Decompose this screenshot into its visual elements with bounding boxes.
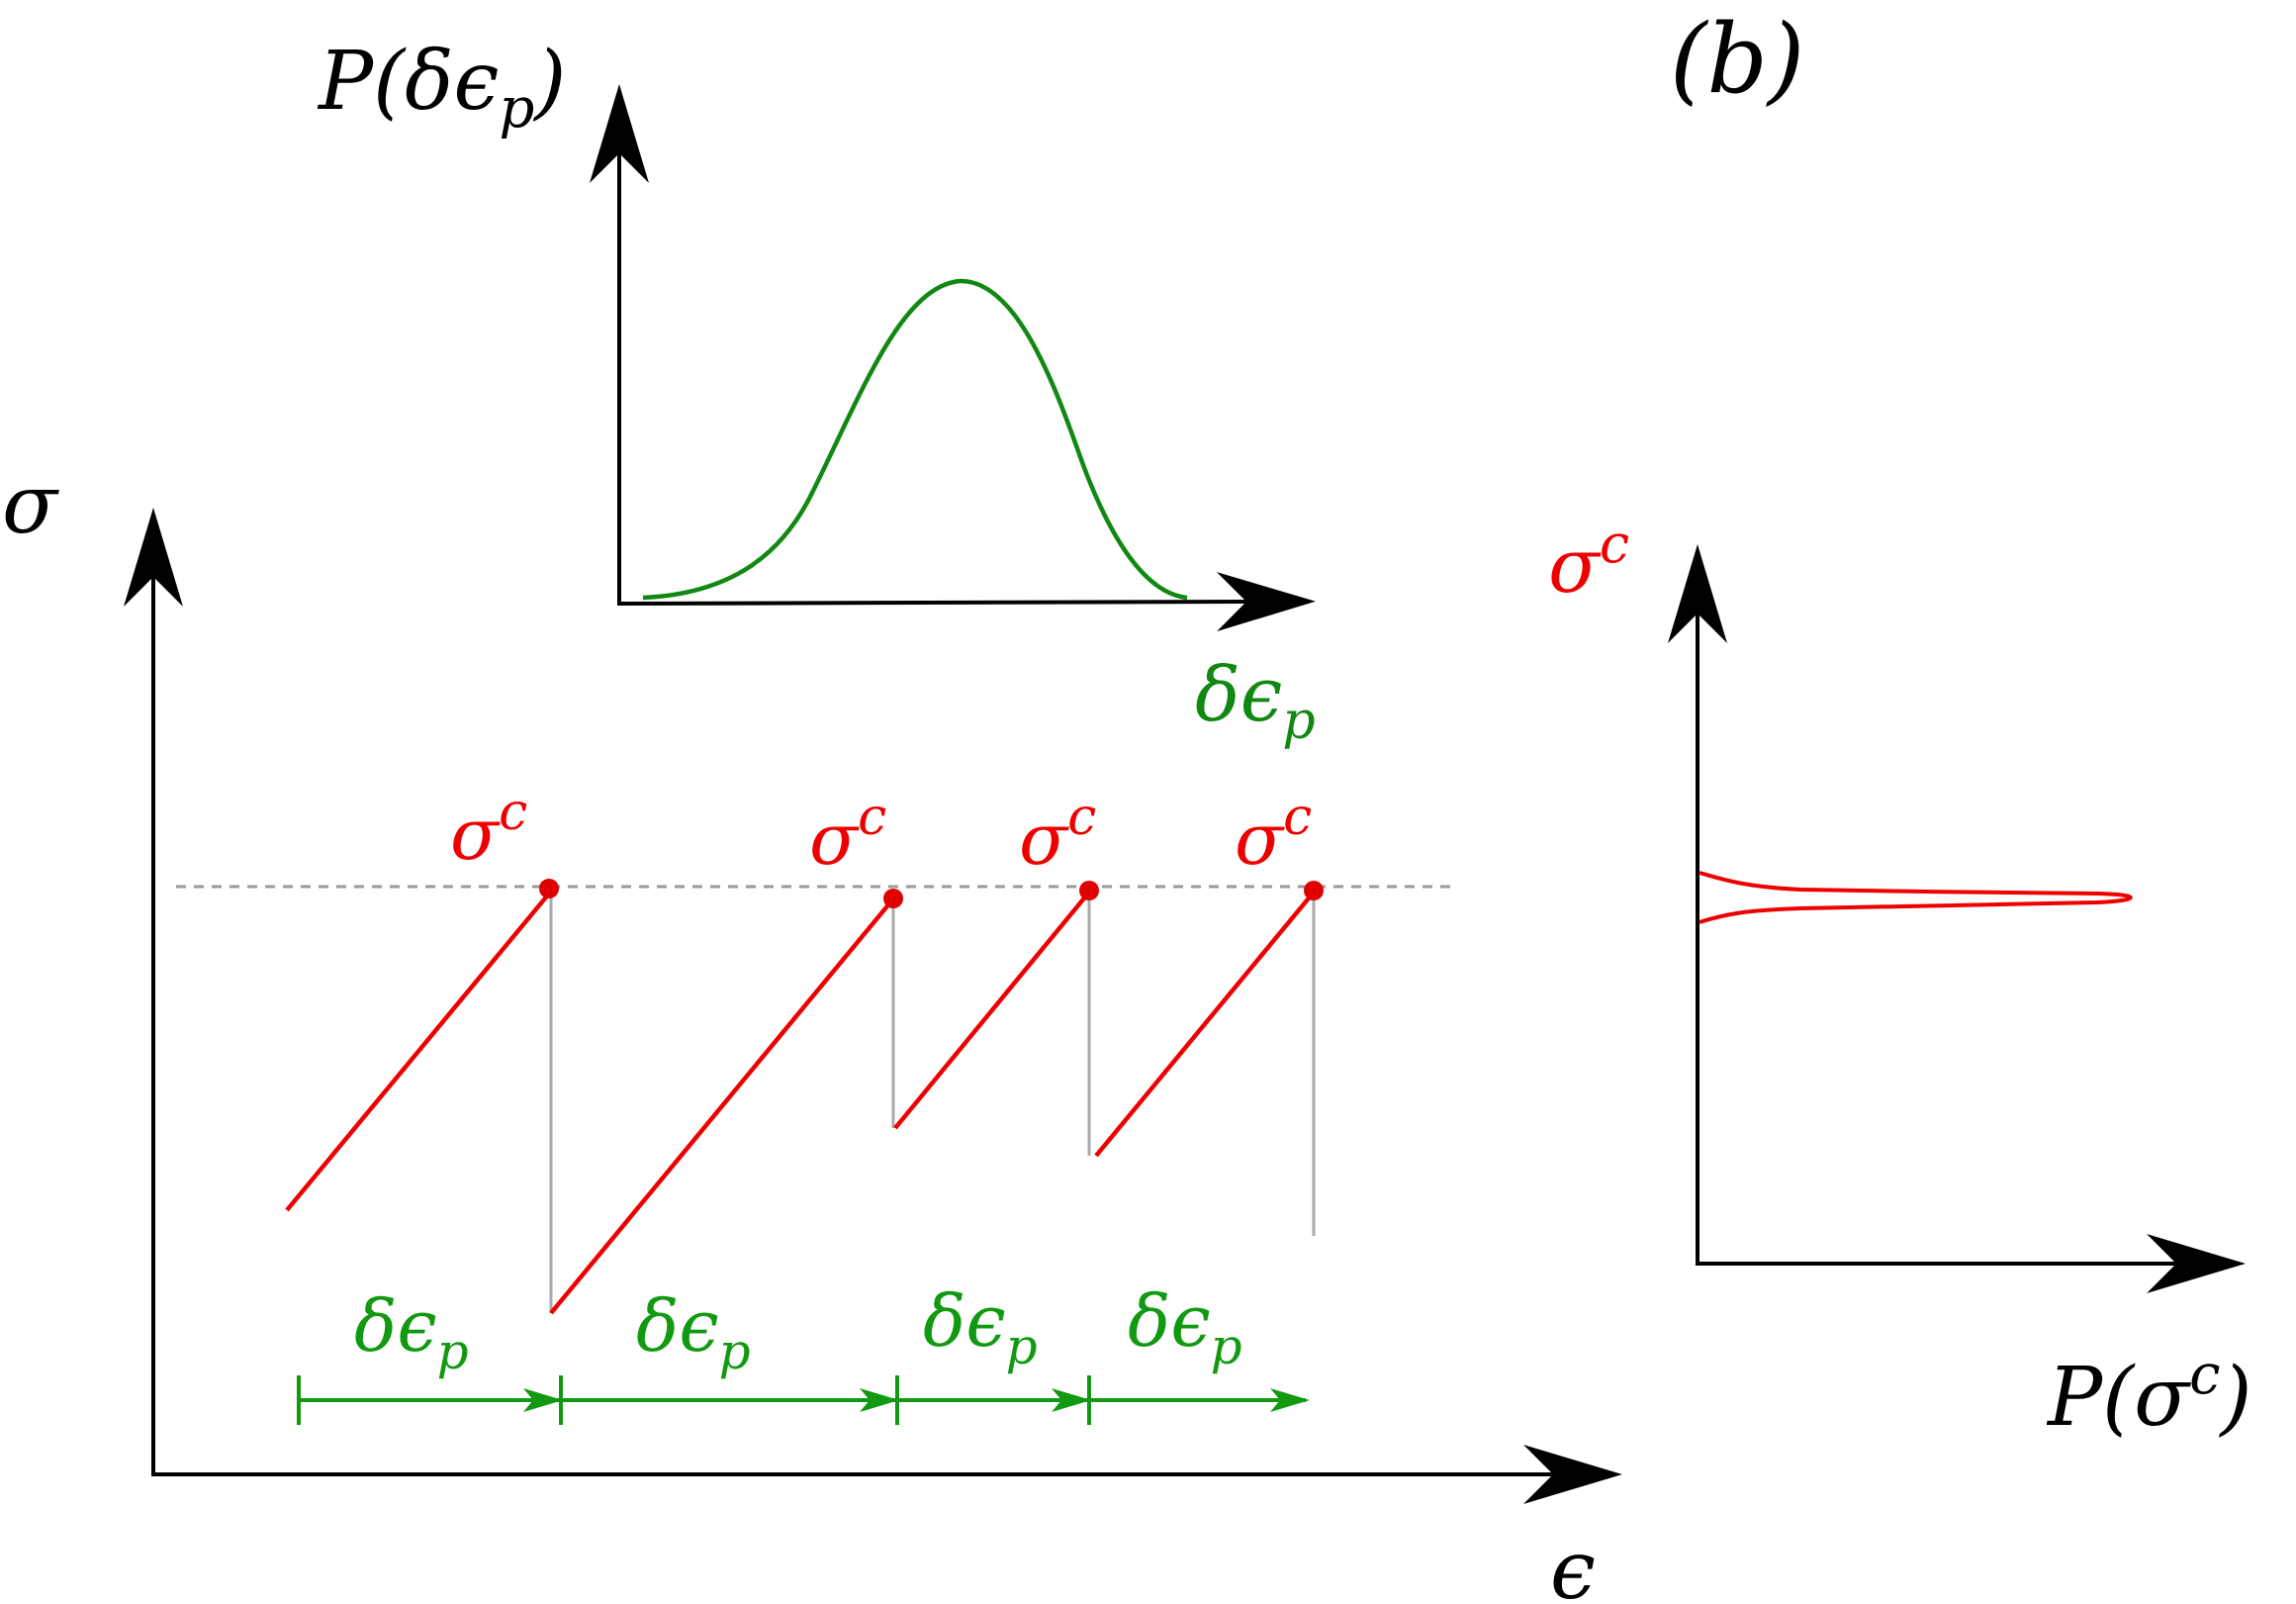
threshold-point xyxy=(539,879,559,898)
loading-segment xyxy=(893,893,1089,1130)
loading-segment xyxy=(1094,893,1314,1158)
inset-plastic-strain-distribution: P(δϵp) δϵp xyxy=(317,35,1316,751)
side-y-axis-label: σc xyxy=(1548,513,1629,610)
threshold-label: σc xyxy=(1019,788,1096,881)
loading-segment xyxy=(285,892,551,1212)
interval-label: δϵp xyxy=(1128,1279,1242,1375)
main-plot: σ ϵ σc σc σc σc xyxy=(2,458,1622,1604)
loading-segment xyxy=(549,900,892,1315)
main-x-axis-label: ϵ xyxy=(1550,1524,1596,1604)
interval-label: δϵp xyxy=(923,1279,1038,1375)
side-x-axis-label: P(σc) xyxy=(2046,1343,2252,1445)
inset-x-axis-label: δϵp xyxy=(1195,650,1316,751)
side-threshold-distribution: σc P(σc) xyxy=(1548,513,2252,1445)
interval-label: δϵp xyxy=(354,1284,469,1380)
main-y-axis-label: σ xyxy=(2,458,59,552)
threshold-point xyxy=(883,889,903,908)
threshold-label: σc xyxy=(450,783,527,876)
threshold-point xyxy=(1304,881,1324,900)
plastic-strain-distribution-curve xyxy=(642,278,1188,601)
threshold-distribution-curve xyxy=(1699,871,2133,924)
inset-x-axis xyxy=(616,572,1316,632)
interval-label: δϵp xyxy=(636,1284,751,1380)
threshold-label: σc xyxy=(1235,788,1312,881)
panel-label: (b) xyxy=(1670,4,1804,115)
threshold-point xyxy=(1079,881,1099,900)
interval-arrows: δϵp δϵp δϵp δϵp xyxy=(297,1279,1310,1425)
inset-y-axis-label: P(δϵp) xyxy=(317,35,566,141)
threshold-label: σc xyxy=(809,788,886,881)
